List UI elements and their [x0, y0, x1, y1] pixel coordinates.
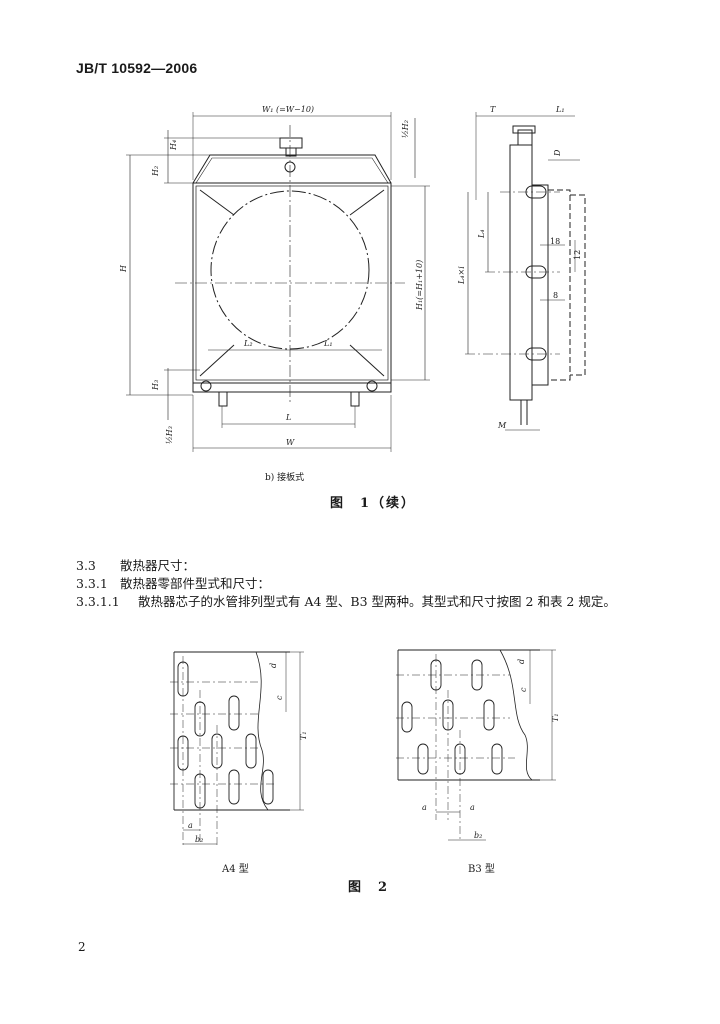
a4-dim-d: d	[269, 663, 278, 668]
b3-dim-t1: T₁	[551, 713, 560, 722]
side-view-body	[509, 144, 533, 401]
dim-half-h2: ½H₂	[401, 120, 410, 138]
dim-h2: H₂	[151, 166, 160, 177]
filler-cap	[279, 137, 303, 149]
figure-1-title: 图 1（续）	[330, 496, 417, 511]
a4-dim-a: a	[188, 821, 193, 830]
a4-core	[170, 651, 304, 845]
dim-t: T	[490, 105, 496, 114]
dim-d: D	[553, 149, 562, 157]
dim-w1: W₁ (=W−10)	[262, 105, 314, 114]
figure-1-drawing: W₁ (=W−10) ½H₂ H₄ H₂ H H₁(=H₁+10) H₃ L W…	[119, 105, 586, 452]
b3-dim-a1: a	[422, 803, 427, 812]
figure-1-subcaption: b) 接板式	[265, 473, 305, 483]
a4-dim-t1: T₁	[299, 731, 308, 740]
page-number: 2	[78, 940, 86, 954]
dim-l4: L₄	[477, 229, 486, 239]
dim-12: 12	[573, 250, 582, 260]
dim-h4: H₄	[169, 140, 178, 151]
a4-dim-b2: b₂	[195, 835, 203, 844]
dim-h1: H₁(=H₁+10)	[415, 260, 424, 311]
dim-l1: L₁	[323, 339, 333, 348]
b3-core	[396, 649, 556, 842]
dim-m: M	[497, 421, 507, 430]
figure-2-a4-caption: A4 型	[222, 864, 249, 875]
bottom-tank	[192, 383, 392, 393]
b3-dim-b2: b₂	[474, 831, 482, 840]
b3-dim-a2: a	[470, 803, 475, 812]
dim-18: 18	[550, 237, 560, 246]
dim-l2: L₂	[243, 339, 253, 348]
figure-2-title: 图 2	[348, 880, 390, 895]
top-tank	[192, 154, 392, 184]
b3-dim-d: d	[517, 659, 526, 664]
b3-dim-c: c	[519, 687, 528, 692]
dim-half-h3: ½H₃	[165, 426, 174, 444]
dim-8: 8	[553, 291, 558, 300]
a4-dim-c: c	[275, 695, 284, 700]
standard-number: JB/T 10592—2006	[76, 60, 198, 76]
figure-2-b3-caption: B3 型	[468, 864, 495, 875]
dim-l: L	[285, 413, 291, 422]
figure-2-drawing: d c T₁ a b₂ d c T₁ a a b₂	[170, 649, 560, 845]
dim-h3: H₃	[151, 380, 160, 391]
dim-l4xi: L₄×i	[457, 266, 466, 285]
dim-w: W	[286, 438, 295, 447]
dim-l1-side: L₁	[555, 105, 565, 114]
dim-h: H	[119, 264, 128, 273]
